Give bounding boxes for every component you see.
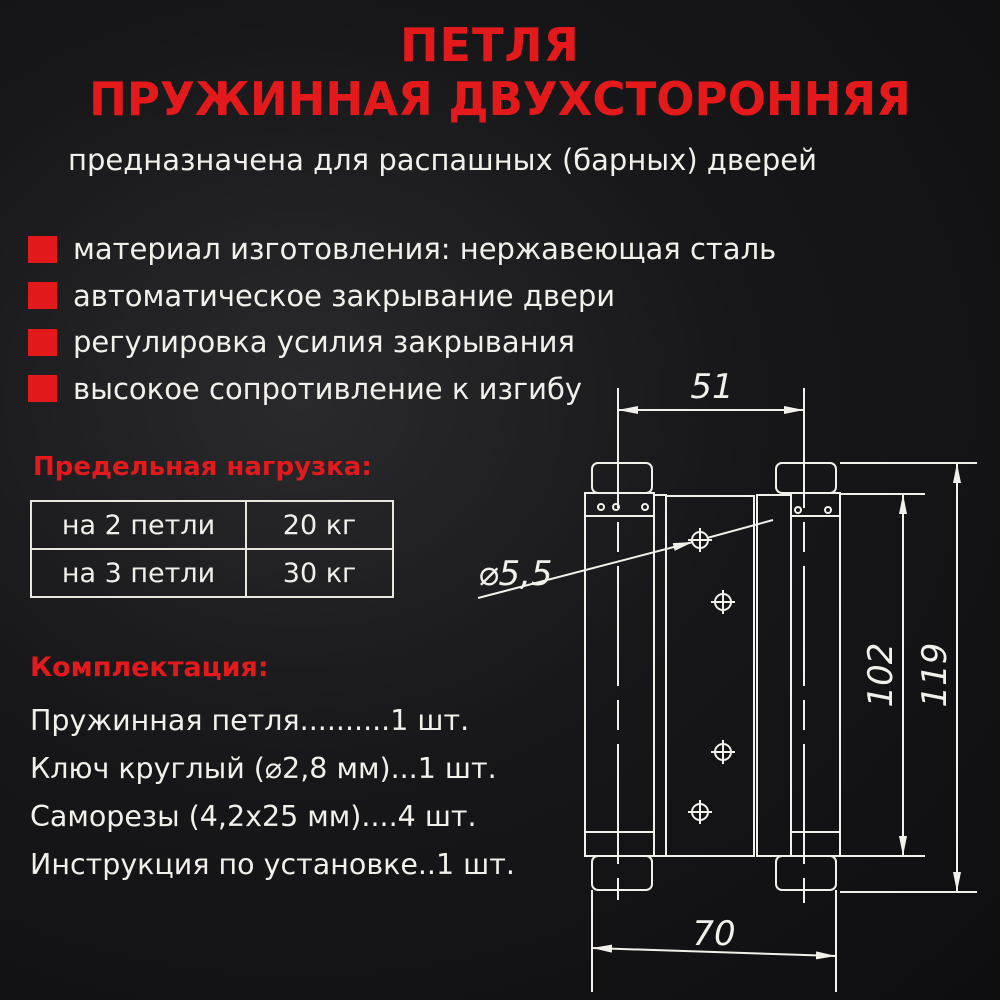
hole-icon (688, 528, 712, 552)
dimension-70: 70 (692, 914, 735, 954)
dimension-51: 51 (690, 367, 733, 407)
load-value: 20 кг (245, 500, 394, 550)
load-value: 30 кг (245, 548, 394, 598)
feature-item: высокое сопротивление к изгибу (28, 366, 776, 413)
feature-item: регулировка усилия закрывания (28, 319, 776, 366)
hole-icon (688, 800, 712, 824)
hole-icon (711, 740, 735, 764)
kit-title: Комплектация: (30, 652, 269, 683)
red-square-bullet-icon (28, 282, 57, 310)
red-square-bullet-icon (28, 235, 57, 263)
kit-list: Пружинная петля..........1 шт. Ключ круг… (30, 697, 515, 889)
title-line-1: ПЕТЛЯ (400, 18, 580, 72)
load-label: на 3 петли (30, 548, 247, 598)
feature-text: автоматическое закрывание двери (73, 278, 616, 313)
hinge-outline (584, 388, 841, 903)
subtitle: предназначена для распашных (барных) две… (68, 143, 817, 177)
red-square-bullet-icon (28, 328, 57, 356)
feature-item: материал изготовления: нержавеющая сталь (28, 226, 776, 273)
kit-item: Саморезы (4,2х25 мм)....4 шт. (30, 800, 477, 833)
dimension-102: 102 (861, 643, 901, 708)
load-label: на 2 петли (30, 500, 247, 550)
feature-text: регулировка усилия закрывания (73, 325, 575, 360)
feature-text: высокое сопротивление к изгибу (73, 371, 583, 406)
title-line-2: ПРУЖИННАЯ ДВУХСТОРОННЯЯ (89, 72, 911, 126)
hole-icon (711, 590, 735, 614)
dimension-lines (477, 406, 977, 992)
mounting-holes (688, 528, 735, 824)
load-title: Предельная нагрузка: (33, 452, 372, 482)
feature-list: материал изготовления: нержавеющая сталь… (28, 226, 776, 412)
red-square-bullet-icon (28, 375, 57, 403)
dimension-119: 119 (915, 643, 955, 708)
feature-item: автоматическое закрывание двери (28, 273, 776, 320)
kit-item: Ключ круглый (⌀2,8 мм)...1 шт. (30, 752, 497, 785)
hole-diameter-label: ⌀5,5 (478, 554, 553, 594)
feature-text: материал изготовления: нержавеющая сталь (73, 232, 777, 267)
kit-item: Пружинная петля..........1 шт. (30, 704, 470, 737)
kit-item: Инструкция по установке..1 шт. (30, 848, 515, 881)
